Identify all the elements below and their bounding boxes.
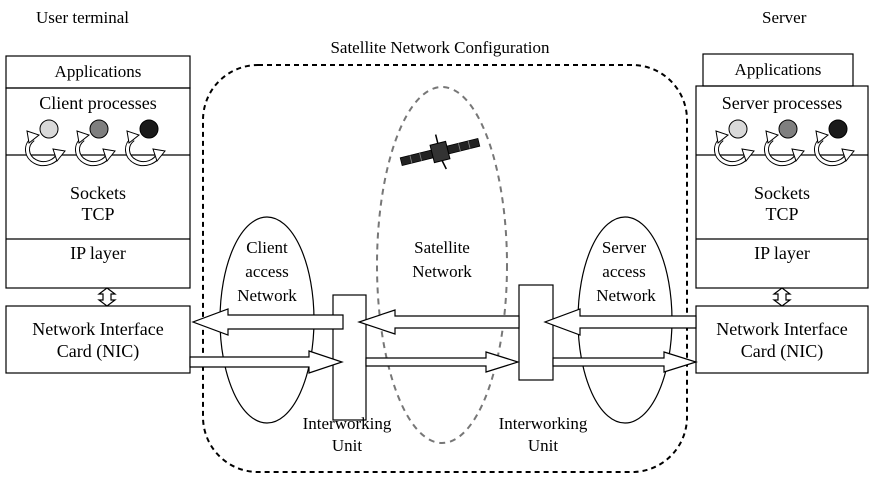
user-terminal-stack xyxy=(5,55,191,374)
server-title: Server xyxy=(762,8,807,27)
arrow-left-to-client-nic xyxy=(191,308,344,336)
server-access-line1: Server xyxy=(601,238,647,257)
user-applications-label: Applications xyxy=(54,62,142,81)
process-icon xyxy=(714,119,755,167)
process-icon xyxy=(814,119,855,167)
server-sockets-label: Sockets xyxy=(754,183,810,203)
ip-nic-double-arrow-left xyxy=(97,287,117,307)
user-sockets-label: Sockets xyxy=(70,183,126,203)
satellite-config-title: Satellite Network Configuration xyxy=(330,38,550,57)
interworking-right-line1: Interworking xyxy=(498,414,588,433)
server-applications-label: Applications xyxy=(734,60,822,79)
arrow-right-satellite xyxy=(365,351,521,373)
arrow-left-from-server xyxy=(543,308,697,336)
user-nic-line2: Card (NIC) xyxy=(56,341,140,361)
server-ip-layer-label: IP layer xyxy=(754,243,810,263)
server-tcp-label: TCP xyxy=(765,204,799,224)
user-terminal-title: User terminal xyxy=(36,8,129,27)
interworking-right-line2: Unit xyxy=(527,436,559,455)
ip-nic-double-arrow-right xyxy=(772,287,792,307)
client-access-line3: Network xyxy=(237,286,297,305)
arrow-right-to-server xyxy=(552,351,699,373)
client-processes-label: Client processes xyxy=(39,93,157,113)
server-processes-label: Server processes xyxy=(721,93,843,113)
satellite-network-line2: Network xyxy=(412,262,472,281)
arrow-right-from-client-nic xyxy=(189,350,344,374)
process-icon xyxy=(125,119,166,167)
interworking-unit-right-box xyxy=(518,284,554,381)
client-access-line2: access xyxy=(245,262,289,281)
user-tcp-label: TCP xyxy=(81,204,115,224)
client-access-line1: Client xyxy=(246,238,288,257)
user-ip-layer-label: IP layer xyxy=(70,243,126,263)
server-nic-line1: Network Interface xyxy=(716,319,848,339)
server-process-icons xyxy=(714,119,855,167)
interworking-left-line2: Unit xyxy=(331,436,363,455)
satellite-icon xyxy=(399,134,481,170)
server-access-line2: access xyxy=(602,262,646,281)
arrow-left-satellite xyxy=(357,309,520,335)
server-nic-line2: Card (NIC) xyxy=(740,341,824,361)
process-icon xyxy=(764,119,805,167)
satellite-config-boundary xyxy=(202,64,688,473)
interworking-unit-left-box xyxy=(332,294,367,421)
interworking-left-line1: Interworking xyxy=(302,414,392,433)
client-process-icons xyxy=(25,119,166,167)
process-icon xyxy=(75,119,116,167)
server-access-line3: Network xyxy=(596,286,656,305)
user-nic-line1: Network Interface xyxy=(32,319,164,339)
process-icon xyxy=(25,119,66,167)
satellite-network-line1: Satellite xyxy=(414,238,470,257)
satellite-network-ellipse xyxy=(376,86,508,444)
